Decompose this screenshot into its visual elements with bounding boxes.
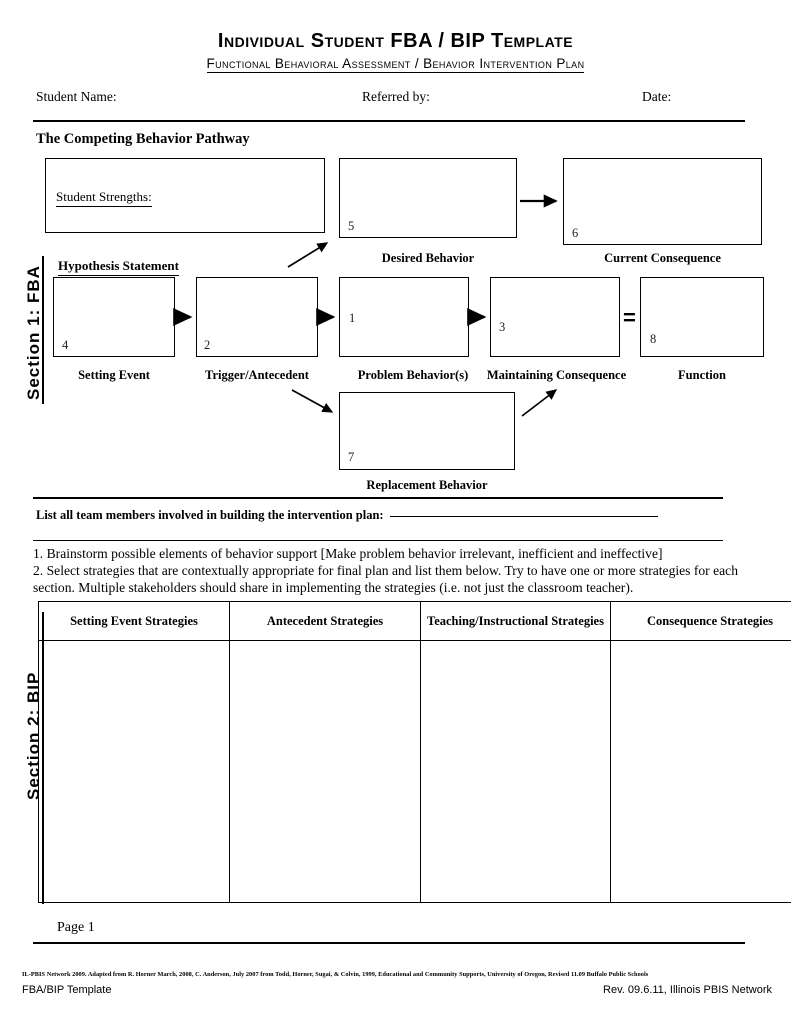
page-subtitle: Functional Behavioral Assessment / Behav… [0, 55, 791, 73]
header-divider [33, 120, 745, 122]
function-caption: Function [678, 368, 726, 382]
citation-text: IL-PBIS Network 2009. Adapted from R. Ho… [22, 971, 649, 978]
header-teaching-instructional-strategies: Teaching/Instructional Strategies [420, 601, 611, 641]
function-box[interactable] [640, 277, 764, 357]
trigger-antecedent-caption: Trigger/Antecedent [205, 368, 309, 382]
team-members-label: List all team members involved in buildi… [36, 508, 384, 522]
student-strengths-label: Student Strengths: [56, 189, 152, 207]
student-name-label: Student Name: [36, 89, 117, 104]
page-title: Individual Student FBA / BIP Template [217, 30, 574, 52]
desired-behavior-box[interactable] [339, 158, 517, 238]
cell-antecedent-strategies[interactable] [229, 640, 421, 903]
desired-behavior-caption: Desired Behavior [381, 251, 475, 265]
arrow-replacement-to-maintaining [521, 389, 558, 417]
referred-by-label: Referred by: [362, 89, 430, 104]
current-consequence-number: 6 [572, 226, 579, 240]
section-1-bracket [42, 256, 44, 404]
header-setting-event-strategies: Setting Event Strategies [38, 601, 230, 641]
instruction-line-2: 2. Select strategies that are contextual… [33, 563, 739, 595]
setting-event-box[interactable] [53, 277, 175, 357]
pathway-title: The Competing Behavior Pathway [36, 131, 250, 147]
team-members-line: List all team members involved in buildi… [36, 508, 658, 523]
current-consequence-box[interactable] [563, 158, 762, 245]
section-1-label: Section 1: FBA [24, 265, 43, 400]
strategy-table: Setting Event Strategies Antecedent Stra… [38, 601, 791, 903]
function-number: 8 [650, 332, 657, 346]
date-label: Date: [642, 89, 672, 104]
desired-behavior-number: 5 [348, 219, 355, 233]
problem-behavior-number: 1 [349, 311, 356, 325]
maintaining-consequence-caption: Maintaining Consequence [486, 368, 627, 382]
setting-event-caption: Setting Event [78, 368, 150, 382]
replacement-behavior-number: 7 [348, 450, 355, 464]
student-strengths-box[interactable] [45, 158, 325, 233]
replacement-behavior-caption: Replacement Behavior [366, 478, 488, 492]
cell-setting-event-strategies[interactable] [38, 640, 230, 903]
footer-divider [33, 942, 745, 945]
table-header-row: Setting Event Strategies Antecedent Stra… [38, 601, 791, 641]
page-number: Page 1 [57, 920, 95, 935]
hypothesis-statement-label: Hypothesis Statement [58, 258, 179, 276]
cell-teaching-instructional-strategies[interactable] [420, 640, 611, 903]
team-members-input[interactable] [389, 516, 658, 517]
header-consequence-strategies: Consequence Strategies [610, 601, 791, 641]
equals-icon: = [623, 305, 636, 330]
instructions: 1. Brainstorm possible elements of behav… [33, 545, 745, 596]
cell-consequence-strategies[interactable] [610, 640, 791, 903]
replacement-behavior-box[interactable] [339, 392, 515, 470]
header-antecedent-strategies: Antecedent Strategies [229, 601, 421, 641]
trigger-antecedent-box[interactable] [196, 277, 318, 357]
pathway-bottom-divider [33, 497, 723, 499]
instruction-line-1: 1. Brainstorm possible elements of behav… [33, 546, 663, 561]
setting-event-number: 4 [62, 338, 69, 352]
page-subtitle-text: Functional Behavioral Assessment / Behav… [206, 56, 585, 73]
team-divider [33, 540, 723, 542]
problem-behavior-caption: Problem Behavior(s) [357, 368, 469, 382]
arrow-trigger-to-replacement [291, 389, 334, 413]
maintaining-consequence-box[interactable] [490, 277, 620, 357]
trigger-antecedent-number: 2 [204, 338, 211, 352]
current-consequence-caption: Current Consequence [604, 251, 721, 265]
problem-behavior-box[interactable] [339, 277, 469, 357]
footer-right-text: Rev. 09.6.11, Illinois PBIS Network [603, 984, 772, 996]
maintaining-consequence-number: 3 [499, 320, 506, 334]
footer-left-text: FBA/BIP Template [22, 984, 112, 996]
arrow-trigger-to-desired [287, 242, 329, 268]
table-row [38, 640, 791, 903]
